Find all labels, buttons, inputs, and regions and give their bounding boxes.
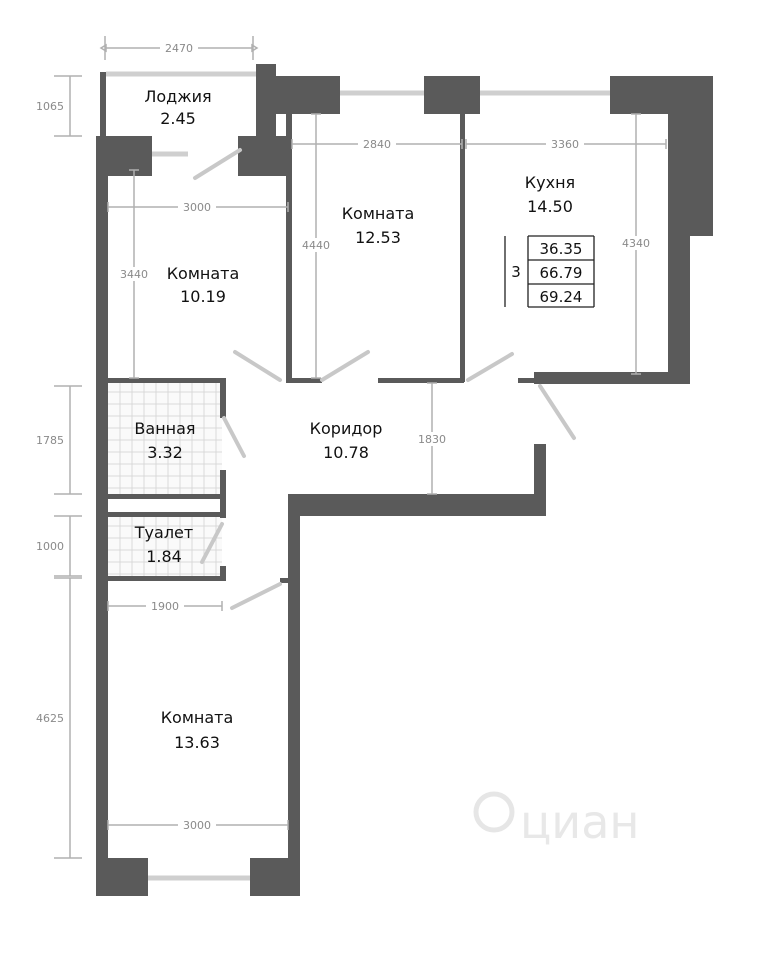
toilet-tiles [108,514,222,578]
bathroom-area: 3.32 [147,443,183,462]
room-bottom-door [230,582,282,610]
balcony-door [538,384,576,440]
summary-rooms-count: 3 [511,263,521,281]
dim-room-middle-width: 2840 [363,138,391,151]
summary-table: 3 36.35 66.79 69.24 [504,235,595,308]
dim-room-top-left-width: 3000 [183,201,211,214]
loggia-name: Лоджия [144,87,211,106]
room-bottom-name: Комната [161,708,234,727]
toilet-area: 1.84 [146,547,182,566]
doors [193,148,576,610]
dim-kitchen-depth: 4340 [622,237,650,250]
loggia-area: 2.45 [160,109,196,128]
room-middle-name: Комната [342,204,415,223]
dimension-labels: 2470 1065 3000 3440 2840 4440 3360 4340 … [36,41,654,832]
room-top-left-door [233,350,282,382]
dim-kitchen-width: 3360 [551,138,579,151]
kitchen-name: Кухня [525,173,575,192]
room-bottom-area: 13.63 [174,733,220,752]
corridor-area: 10.78 [323,443,369,462]
windows [106,71,610,881]
room-labels: Лоджия 2.45 Комната 10.19 Комната 12.53 … [134,87,575,752]
summary-total-area: 66.79 [540,264,583,282]
corridor-name: Коридор [310,419,383,438]
dim-room-bottom-width: 3000 [183,819,211,832]
dim-bathroom-depth: 1785 [36,434,64,447]
bathroom-door [222,416,246,458]
walls [96,64,713,896]
dim-toilet-depth: 1000 [36,540,64,553]
watermark: циан [473,791,639,849]
loggia-door [193,148,242,180]
dim-corridor-depth: 1830 [418,433,446,446]
kitchen-area: 14.50 [527,197,573,216]
bathroom-name: Ванная [134,419,195,438]
room-middle-door [320,350,370,382]
dim-room-middle-depth: 4440 [302,239,330,252]
dim-toilet-width: 1900 [151,600,179,613]
dim-loggia-width: 2470 [165,42,193,55]
summary-living-area: 36.35 [540,240,583,258]
room-top-left-area: 10.19 [180,287,226,306]
dim-loggia-depth: 1065 [36,100,64,113]
room-top-left-name: Комната [167,264,240,283]
kitchen-door [466,352,514,382]
bathroom-tiles [108,380,222,494]
dimension-lines [54,36,667,859]
dim-room-top-left-depth: 3440 [120,268,148,281]
dim-room-bottom-depth: 4625 [36,712,64,725]
room-middle-area: 12.53 [355,228,401,247]
toilet-door [200,522,224,564]
toilet-name: Туалет [134,523,193,542]
summary-total-with-loggia: 69.24 [540,288,583,306]
watermark-logo-icon [473,791,515,833]
watermark-text: циан [520,795,639,849]
